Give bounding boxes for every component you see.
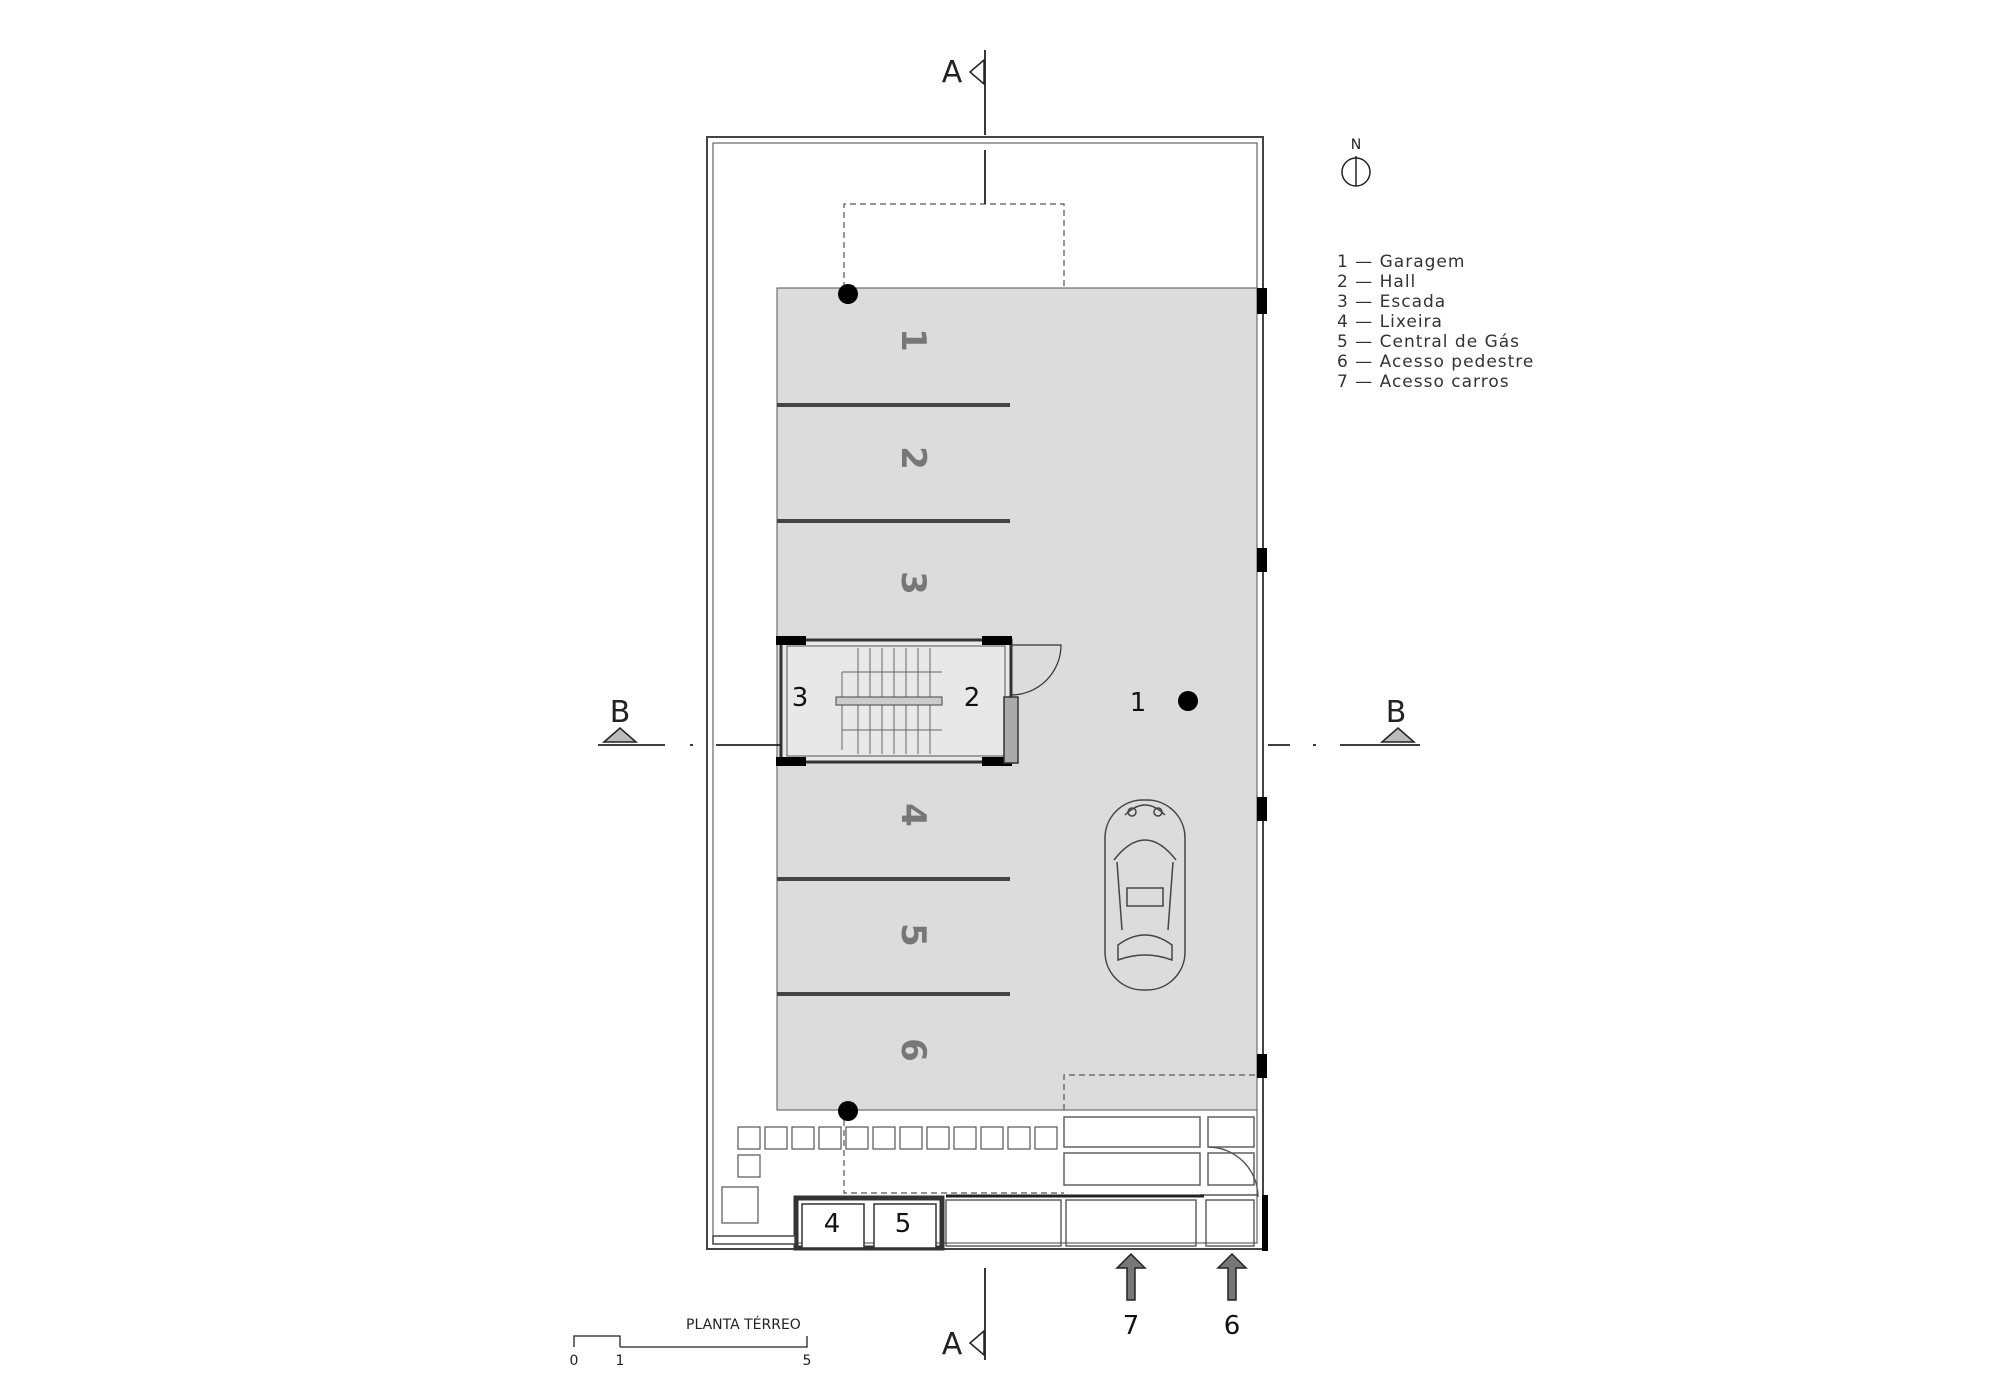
section-arrow-b-left [602, 727, 638, 743]
section-label-b-left: B [610, 695, 631, 730]
room-label-hall: 2 [964, 683, 981, 713]
legend-item: 3 — Escada [1337, 292, 1446, 312]
car-access-arrow-icon [1115, 1252, 1147, 1301]
legend-item: 1 — Garagem [1337, 252, 1465, 272]
access-blocks [945, 1116, 1259, 1247]
legend-item: 4 — Lixeira [1337, 312, 1443, 332]
scale-tick-1: 1 [616, 1353, 625, 1369]
parking-spot-3: 3 [893, 571, 933, 595]
lower-left-dashed [843, 1110, 1064, 1194]
parking-spot-2: 2 [893, 446, 933, 470]
parking-spot-4: 4 [893, 803, 933, 827]
stair-core [776, 636, 1062, 766]
room-label-gas: 5 [895, 1209, 912, 1239]
service-rooms [712, 1195, 945, 1251]
north-arrow-icon [1341, 156, 1371, 187]
legend-item: 6 — Acesso pedestre [1337, 352, 1534, 372]
north-label: N [1351, 137, 1361, 153]
access-label-cars: 7 [1123, 1311, 1140, 1341]
columns [838, 284, 1268, 1251]
parking-dividers [777, 403, 1010, 996]
scale-tick-5: 5 [803, 1353, 812, 1369]
scale-bar [573, 1335, 808, 1348]
section-arrow-a-top [968, 58, 985, 86]
paving-tiles [721, 1126, 1058, 1224]
legend-item: 5 — Central de Gás [1337, 332, 1520, 352]
parking-spot-1: 1 [893, 328, 933, 352]
room-label-stair: 3 [792, 683, 809, 713]
access-label-pedestrian: 6 [1224, 1311, 1241, 1341]
upper-overhang-dashed [843, 203, 1065, 288]
section-arrow-a-bottom [968, 1329, 985, 1357]
plan-title: PLANTA TÉRREO [686, 1316, 801, 1333]
section-label-a-bottom: A [942, 1327, 963, 1362]
legend-item: 7 — Acesso carros [1337, 372, 1510, 392]
car-icon [1104, 799, 1186, 991]
legend-item: 2 — Hall [1337, 272, 1416, 292]
section-label-b-right: B [1386, 695, 1407, 730]
room-label-garage: 1 [1130, 688, 1147, 718]
parking-spot-5: 5 [893, 923, 933, 947]
parking-spot-6: 6 [893, 1038, 933, 1062]
parking-spot-numbers: 1 2 3 4 5 6 [893, 328, 933, 1062]
room-label-trash: 4 [824, 1209, 841, 1239]
section-label-a-top: A [942, 55, 963, 90]
section-arrow-b-right [1380, 727, 1416, 743]
lower-overhang-dashed [1063, 1074, 1257, 1110]
scale-tick-0: 0 [570, 1353, 579, 1369]
legend: 1 — Garagem 2 — Hall 3 — Escada 4 — Lixe… [1337, 252, 1534, 392]
pedestrian-access-arrow-icon [1216, 1252, 1248, 1301]
